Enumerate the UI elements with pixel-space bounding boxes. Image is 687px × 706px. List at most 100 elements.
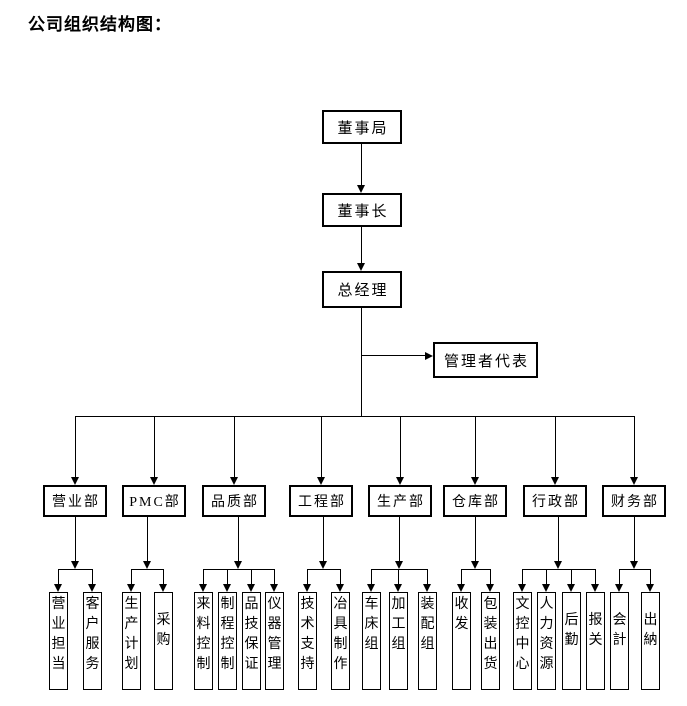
chairman-box: 董事长 xyxy=(322,193,402,227)
connector-vline xyxy=(154,416,155,477)
connector-vline xyxy=(490,569,491,584)
connector-vline xyxy=(634,517,635,561)
connector-vline xyxy=(274,569,275,584)
distribution-line xyxy=(75,416,634,417)
arrow-right-icon xyxy=(425,352,433,360)
arrow-down-icon xyxy=(150,477,158,485)
connector-vline xyxy=(371,569,372,584)
arrow-down-icon xyxy=(357,263,365,271)
connector-vline xyxy=(323,517,324,561)
arrow-down-icon xyxy=(303,584,311,592)
connector-vline xyxy=(595,569,596,584)
unit-box-cashier: 出納 xyxy=(641,592,660,690)
connector-vline xyxy=(58,569,59,584)
arrow-down-icon xyxy=(591,584,599,592)
dept-box-warehouse: 仓库部 xyxy=(443,485,507,517)
connector-vline xyxy=(234,416,235,477)
arrow-down-icon xyxy=(567,584,575,592)
connector-hline xyxy=(362,355,425,356)
arrow-down-icon xyxy=(71,477,79,485)
connector-hline xyxy=(619,569,650,570)
unit-box-machining-group: 加工组 xyxy=(389,592,408,690)
connector-vline xyxy=(650,569,651,584)
connector-hline xyxy=(58,569,92,570)
dept-box-pmc: PMC部 xyxy=(122,485,186,517)
arrow-down-icon xyxy=(396,477,404,485)
unit-box-instrument-mgmt: 仪器管理 xyxy=(265,592,284,690)
arrow-down-icon xyxy=(223,584,231,592)
connector-hline xyxy=(461,569,490,570)
connector-vline xyxy=(361,308,362,416)
connector-hline xyxy=(307,569,340,570)
dept-box-sales: 营业部 xyxy=(43,485,107,517)
unit-box-packing-shipping: 包装出货 xyxy=(481,592,500,690)
dept-box-admin: 行政部 xyxy=(523,485,587,517)
connector-vline xyxy=(75,517,76,561)
connector-vline xyxy=(558,517,559,561)
connector-vline xyxy=(361,227,362,263)
unit-box-customs: 报关 xyxy=(586,592,605,690)
connector-vline xyxy=(619,569,620,584)
connector-vline xyxy=(398,569,399,584)
arrow-down-icon xyxy=(518,584,526,592)
unit-box-lathe-group: 车床组 xyxy=(362,592,381,690)
connector-vline xyxy=(361,144,362,185)
arrow-down-icon xyxy=(457,584,465,592)
unit-box-incoming-qc: 来料控制 xyxy=(194,592,213,690)
connector-vline xyxy=(571,569,572,584)
arrow-down-icon xyxy=(615,584,623,592)
unit-box-sales-rep: 营业担当 xyxy=(49,592,68,690)
arrow-down-icon xyxy=(357,185,365,193)
arrow-down-icon xyxy=(127,584,135,592)
arrow-down-icon xyxy=(542,584,550,592)
connector-vline xyxy=(75,416,76,477)
arrow-down-icon xyxy=(367,584,375,592)
unit-box-tech-support: 技术支持 xyxy=(298,592,317,690)
arrow-down-icon xyxy=(551,477,559,485)
unit-box-purchasing: 采购 xyxy=(154,592,173,690)
arrow-down-icon xyxy=(319,561,327,569)
board-box: 董事局 xyxy=(322,110,402,144)
page-title: 公司组织结构图： xyxy=(28,15,172,34)
connector-vline xyxy=(399,517,400,561)
arrow-down-icon xyxy=(247,584,255,592)
arrow-down-icon xyxy=(471,477,479,485)
general-manager-box: 总经理 xyxy=(322,271,402,308)
connector-vline xyxy=(634,416,635,477)
connector-vline xyxy=(400,416,401,477)
connector-vline xyxy=(238,517,239,561)
dept-box-quality: 品质部 xyxy=(202,485,266,517)
connector-vline xyxy=(321,416,322,477)
connector-hline xyxy=(522,569,595,570)
arrow-down-icon xyxy=(394,584,402,592)
arrow-down-icon xyxy=(486,584,494,592)
arrow-down-icon xyxy=(199,584,207,592)
management-rep-box: 管理者代表 xyxy=(433,342,538,378)
connector-vline xyxy=(203,569,204,584)
connector-vline xyxy=(163,569,164,584)
arrow-down-icon xyxy=(336,584,344,592)
arrow-down-icon xyxy=(317,477,325,485)
unit-box-doc-control: 文控中心 xyxy=(513,592,532,690)
arrow-down-icon xyxy=(630,561,638,569)
unit-box-customer-service: 客户服务 xyxy=(83,592,102,690)
connector-vline xyxy=(92,569,93,584)
unit-box-logistics: 后勤 xyxy=(562,592,581,690)
arrow-down-icon xyxy=(270,584,278,592)
arrow-down-icon xyxy=(234,561,242,569)
arrow-down-icon xyxy=(395,561,403,569)
arrow-down-icon xyxy=(646,584,654,592)
connector-vline xyxy=(461,569,462,584)
arrow-down-icon xyxy=(554,561,562,569)
connector-vline xyxy=(251,569,252,584)
dept-box-finance: 财务部 xyxy=(602,485,666,517)
dept-box-engineering: 工程部 xyxy=(289,485,353,517)
arrow-down-icon xyxy=(143,561,151,569)
connector-vline xyxy=(555,416,556,477)
connector-vline xyxy=(475,517,476,561)
connector-vline xyxy=(546,569,547,584)
connector-vline xyxy=(427,569,428,584)
unit-box-quality-assurance: 品技保证 xyxy=(242,592,261,690)
arrow-down-icon xyxy=(54,584,62,592)
